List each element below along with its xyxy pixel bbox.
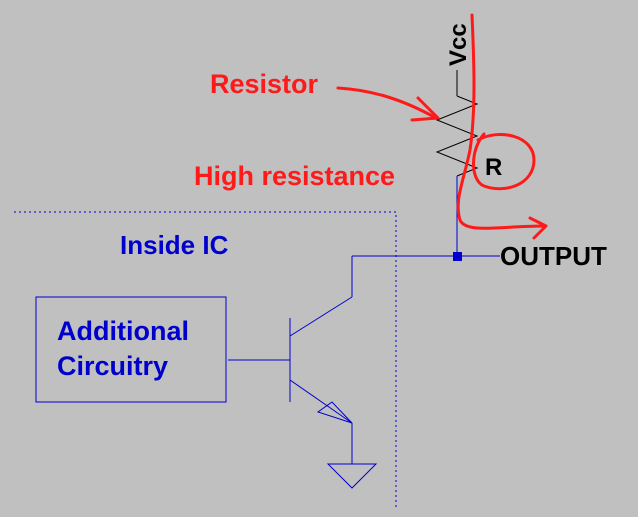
- junction-dot: [453, 252, 462, 261]
- r-circle: [472, 132, 536, 191]
- current-path-arrow: [456, 13, 546, 230]
- pullup-resistor: [435, 70, 479, 177]
- r-label: R: [485, 154, 502, 181]
- high-resistance-label: High resistance: [194, 161, 395, 191]
- resistor-arrow: [336, 86, 438, 120]
- vcc-label: Vcc: [445, 23, 472, 66]
- transistor: [228, 256, 353, 464]
- additional-label: Additional: [57, 316, 189, 346]
- resistor-label: Resistor: [210, 69, 319, 99]
- annotation-marks: [336, 13, 548, 240]
- ic-boundary: [14, 211, 397, 508]
- circuitry-label: Circuitry: [57, 351, 168, 381]
- inside-ic-label: Inside IC: [120, 230, 229, 260]
- ground-symbol: [326, 463, 378, 489]
- additional-circuitry-box: [35, 296, 227, 403]
- output-label: OUTPUT: [500, 241, 607, 271]
